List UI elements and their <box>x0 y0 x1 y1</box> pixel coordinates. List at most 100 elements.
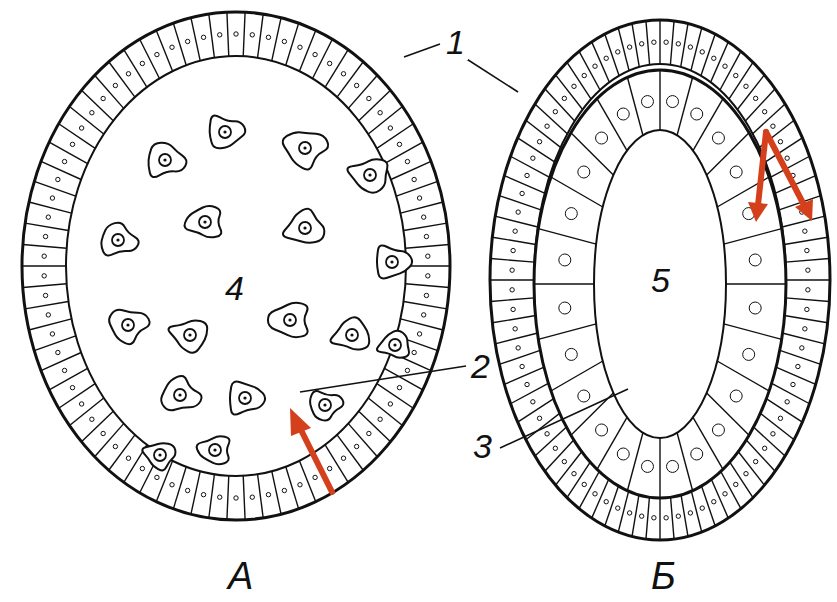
cell-wall <box>173 467 186 509</box>
cell-nucleus <box>639 514 643 518</box>
cell-nucleus <box>771 432 775 436</box>
nucleolus <box>323 403 326 406</box>
cell-nucleus <box>803 229 807 233</box>
cell-nucleus <box>298 483 302 487</box>
cell-wall <box>579 51 600 90</box>
cell-nucleus <box>559 254 571 266</box>
cell-wall <box>401 202 444 213</box>
cell-wall <box>779 350 821 364</box>
cell-wall <box>717 361 769 391</box>
cell-nucleus <box>545 432 549 436</box>
cell-wall <box>632 493 639 536</box>
cell-wall <box>691 28 702 71</box>
cell-nucleus <box>578 166 590 178</box>
cell-nucleus <box>723 64 727 68</box>
cell-wall <box>140 39 160 78</box>
cell-wall <box>348 424 377 457</box>
cell-wall <box>534 283 594 284</box>
cell-nucleus <box>676 514 680 518</box>
cell-nucleus <box>389 339 401 351</box>
cell-nucleus <box>744 84 748 88</box>
cell-nucleus <box>582 73 586 77</box>
cell-layer-outer <box>534 70 786 498</box>
leader-line <box>462 56 518 92</box>
cell-wall <box>377 384 413 409</box>
cell-wall <box>384 142 422 163</box>
cell-wall <box>518 398 555 422</box>
cell-nucleus <box>805 307 809 311</box>
cell-wall <box>538 324 596 340</box>
cell-nucleus <box>734 73 738 77</box>
cell-nucleus <box>639 42 643 46</box>
cell-wall <box>191 471 200 514</box>
cell-wall <box>782 216 825 227</box>
cell-wall <box>191 18 200 61</box>
cell-nucleus <box>806 268 810 272</box>
cell-nucleus <box>520 364 524 368</box>
cell-wall <box>491 259 535 263</box>
cell-nucleus <box>753 96 757 100</box>
cell-wall <box>29 319 72 330</box>
nucleolus <box>393 343 396 346</box>
cell-nucleus <box>688 511 692 515</box>
cell-wall <box>677 77 693 135</box>
cell-nucleus <box>43 234 47 238</box>
cell-nucleus <box>140 61 144 65</box>
cell-nucleus <box>140 466 144 470</box>
mesenchyme-cell <box>142 443 175 470</box>
cell-nucleus <box>184 329 196 341</box>
cell-wall <box>786 298 830 302</box>
cell-wall <box>504 176 544 194</box>
cell-nucleus <box>667 96 679 108</box>
cell-nucleus <box>691 108 703 120</box>
cell-wall <box>618 489 629 532</box>
cell-nucleus <box>604 500 608 504</box>
cell-wall <box>23 284 67 288</box>
cell-wall <box>49 142 87 163</box>
cell-nucleus <box>199 216 211 228</box>
cell-nucleus <box>218 495 222 499</box>
cell-wall <box>720 470 741 509</box>
cell-nucleus <box>513 229 517 233</box>
cell-nucleus <box>250 495 254 499</box>
cell-wall <box>646 21 650 65</box>
cell-nucleus <box>565 348 577 360</box>
cell-nucleus <box>56 177 60 181</box>
cell-nucleus <box>159 154 171 166</box>
cell-wall <box>605 34 619 76</box>
cell-nucleus <box>284 314 296 326</box>
cell-nucleus <box>174 389 186 401</box>
nucleolus <box>213 448 216 451</box>
movement-arrows <box>290 132 813 492</box>
nucleolus <box>158 453 161 456</box>
cell-nucleus <box>730 166 742 178</box>
cell-nucleus <box>753 459 757 463</box>
cell-nucleus <box>712 424 724 436</box>
cell-wall <box>720 51 741 90</box>
cell-nucleus <box>170 45 174 49</box>
cell-nucleus <box>734 482 738 486</box>
cell-nucleus <box>604 56 608 60</box>
cell-wall <box>724 229 782 245</box>
cell-nucleus <box>313 52 317 56</box>
cell-nucleus <box>559 302 571 314</box>
nucleolus <box>350 333 353 336</box>
mesenchyme-cell <box>230 382 265 415</box>
cell-layer-outer <box>490 20 830 540</box>
cell-nucleus <box>562 459 566 463</box>
cell-nucleus <box>155 52 159 56</box>
cell-nucleus <box>803 327 807 331</box>
mesenchyme-cell <box>283 132 328 169</box>
cell-nucleus <box>667 460 679 472</box>
cell-nucleus <box>386 256 398 268</box>
mesenchyme-cell <box>185 206 222 237</box>
cell-nucleus <box>388 126 392 130</box>
cell-nucleus <box>417 196 421 200</box>
cell-wall <box>592 478 610 518</box>
nucleolus <box>243 396 246 399</box>
nucleolus <box>178 393 181 396</box>
cell-nucleus <box>282 39 286 43</box>
nucleolus <box>223 130 226 133</box>
mesenchyme-cell <box>377 331 409 358</box>
